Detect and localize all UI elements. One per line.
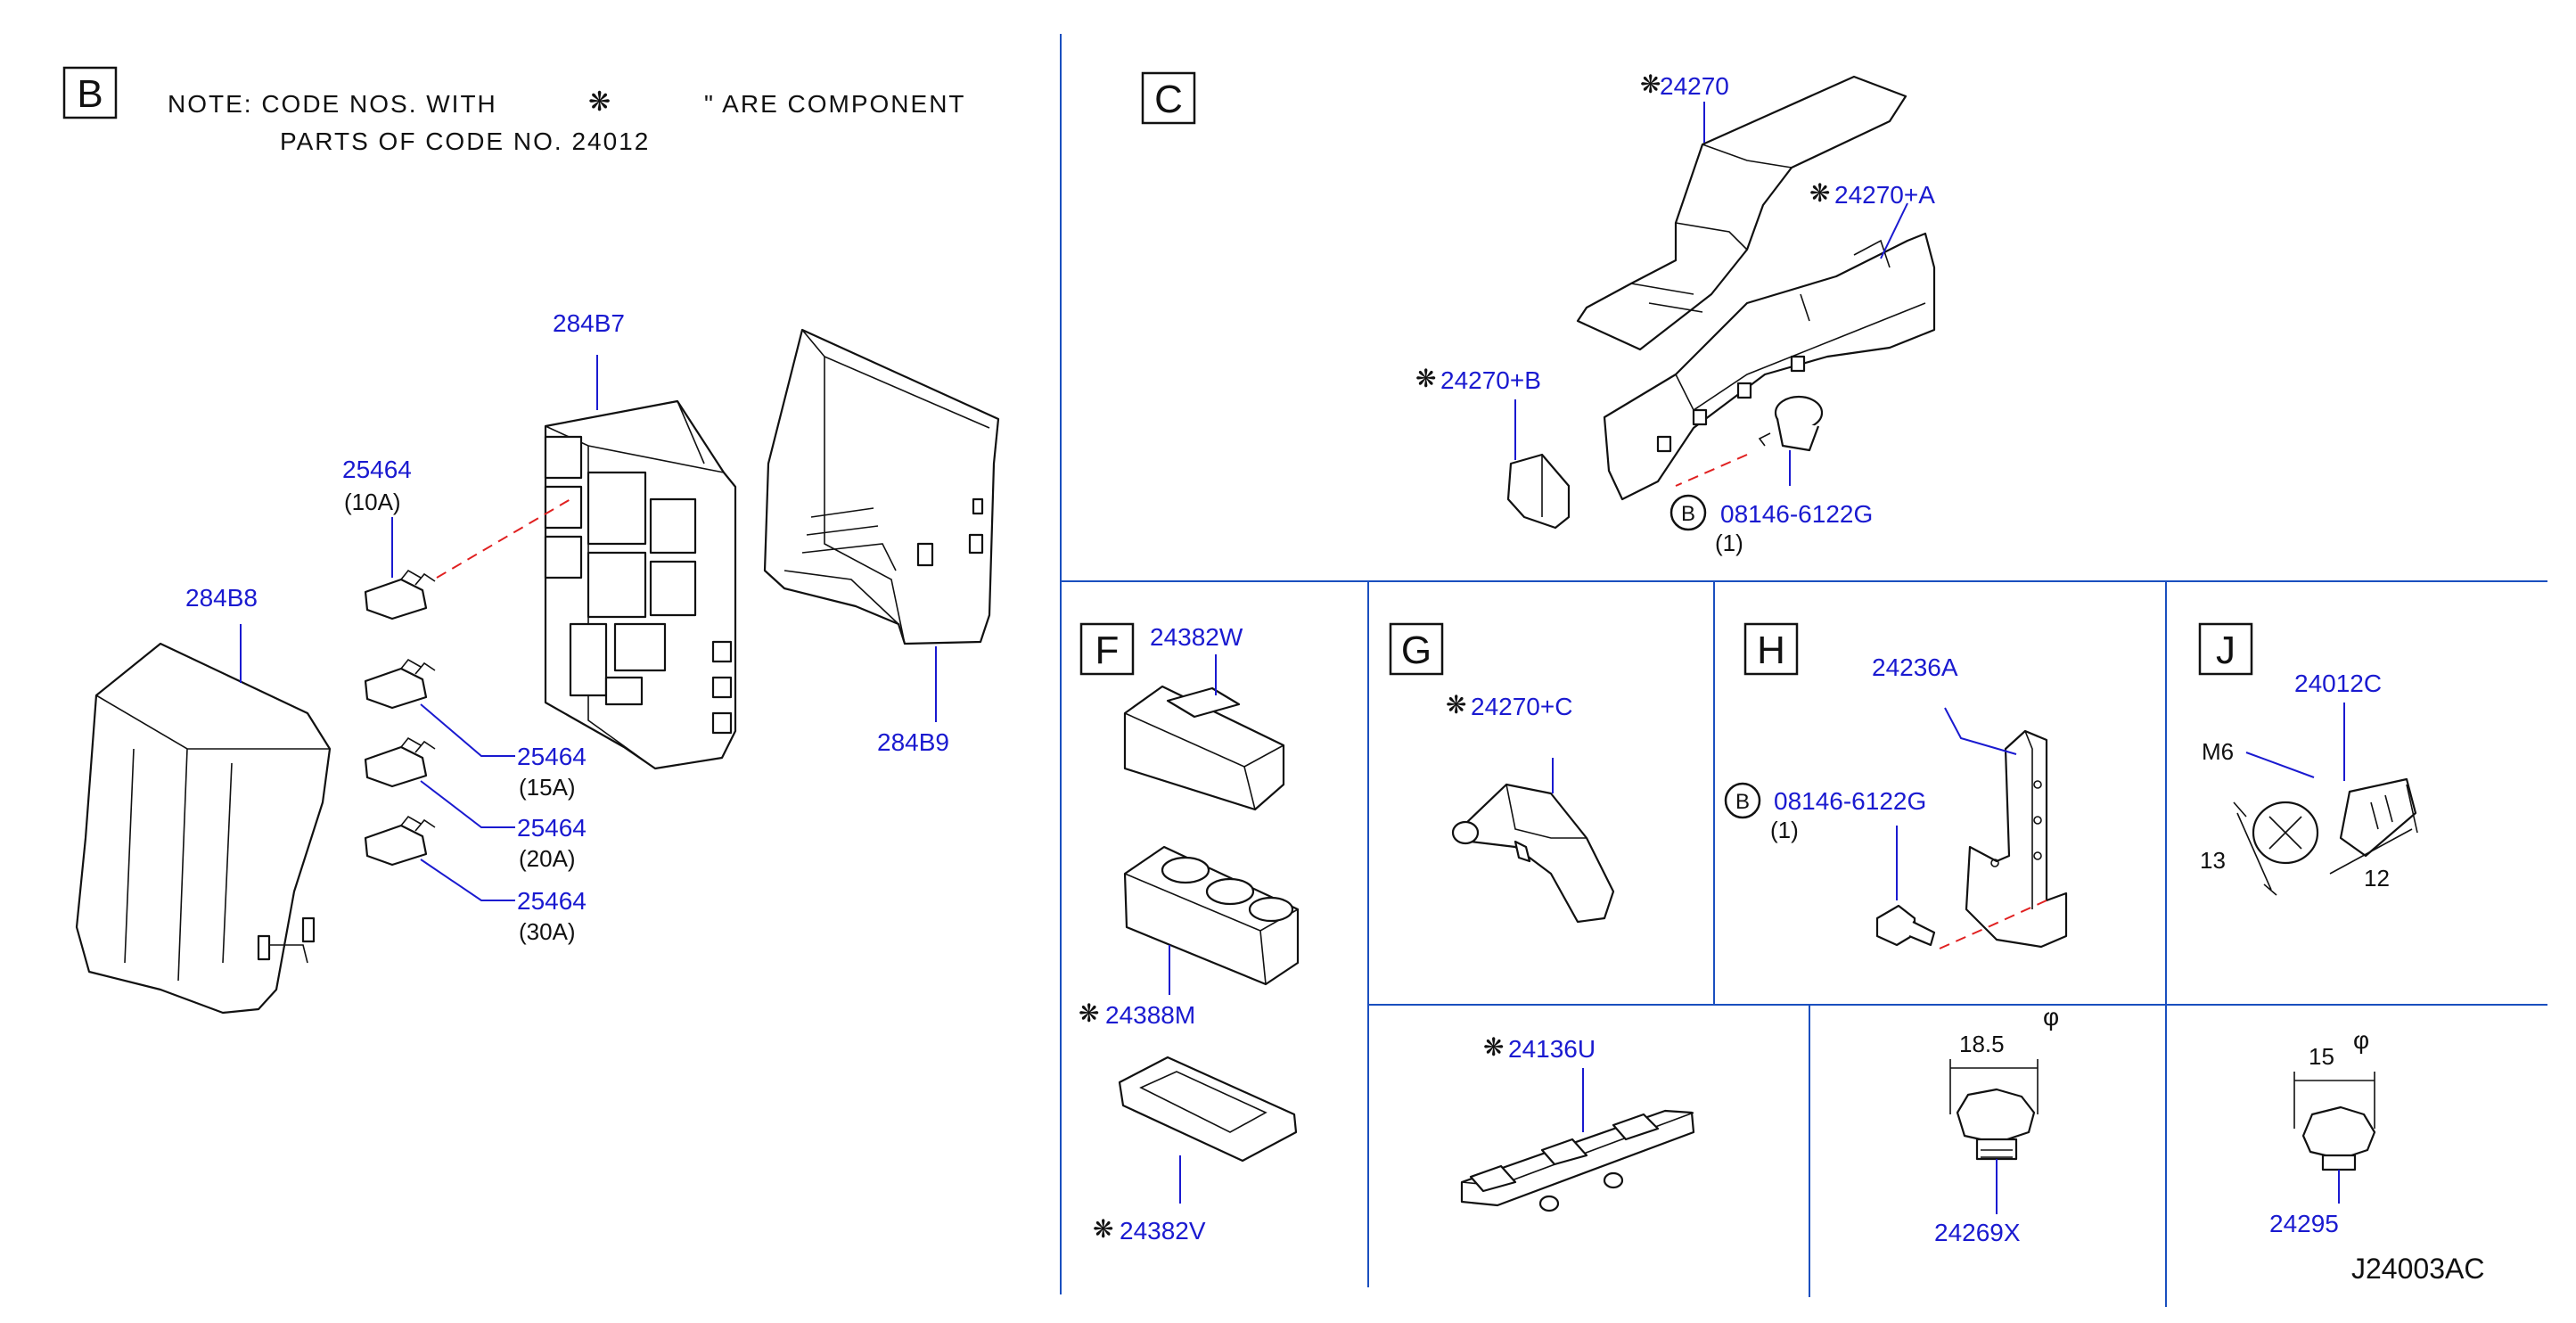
harness-clip-24270b [1506,453,1571,530]
rating-10a: (10A) [344,489,401,515]
component-marker-icon: ❋ [1093,1214,1113,1244]
label-bolt-c: 08146-6122G [1720,500,1873,528]
component-marker-icon: ❋ [1640,70,1661,99]
label-fuse-20a: 25464 [517,814,587,842]
section-b-label: B [62,66,118,119]
clip-24295 [2301,1105,2376,1171]
harness-clip-24270c [1451,783,1615,924]
label-bolt-h: 08146-6122G [1774,787,1926,815]
svg-text:PARTS OF CODE NO. 24012: PARTS OF CODE NO. 24012 [280,127,650,155]
component-marker-icon: ❋ [1415,364,1436,393]
bolt-24012c [2252,777,2417,865]
label-24382w: 24382W [1150,623,1243,651]
box-cover-284b8 [75,642,332,1015]
label-24269x: 24269X [1934,1219,2021,1246]
bolt-08146-h [1875,904,1936,947]
label-fuse-30a: 25464 [517,887,587,915]
svg-text:B: B [77,72,103,116]
dim-15: 15 [2309,1043,2334,1070]
label-24270a: 24270+A [1834,181,1935,209]
svg-text:NOTE: CODE NOS. WITH: NOTE: CODE NOS. WITH [168,90,497,118]
label-24136u: 24136U [1508,1035,1596,1063]
diameter-icon: φ [2353,1026,2369,1054]
label-24270c: 24270+C [1471,693,1572,720]
label-284b8: 284B8 [185,584,258,612]
section-h-label: H [1743,622,1799,676]
clip-24269x [1956,1088,2036,1161]
svg-text:J: J [2216,629,2236,672]
svg-text:F: F [1095,629,1120,672]
qty-bolt-h: (1) [1770,817,1799,843]
box-cover-284b9 [763,328,1000,645]
rating-30a: (30A) [519,918,576,945]
fuse-15a [364,658,436,710]
section-j-label: J [2198,622,2253,676]
section-c-label: C [1141,71,1196,125]
component-marker-icon: ❋ [1079,998,1099,1028]
svg-text:C: C [1154,78,1183,121]
dim-18-5: 18.5 [1959,1031,2005,1057]
bolt-h-mark: B [1735,790,1750,814]
label-284b9: 284B9 [877,728,949,756]
label-24295: 24295 [2269,1210,2339,1237]
label-fuse-15a: 25464 [517,743,587,770]
section-g-label: G [1389,622,1444,676]
component-marker-icon: ❋ [1483,1032,1504,1062]
bracket-24236a [1965,729,2068,949]
fuse-relay-box [544,399,737,770]
harness-protector-24270 [1576,75,1907,351]
label-24236a: 24236A [1872,653,1958,681]
diameter-icon: φ [2043,1003,2059,1031]
bolt-08146-c [1758,395,1824,452]
label-24012c: 24012C [2294,670,2382,697]
component-note: NOTE: CODE NOS. WITH ❋ " ARE COMPONENT P… [168,86,966,155]
label-24270b: 24270+B [1440,366,1541,394]
svg-text:H: H [1757,629,1785,672]
section-f-label: F [1079,622,1135,676]
component-marker-icon: ❋ [1809,178,1830,208]
label-fuse-10a: 25464 [342,456,412,483]
svg-text:G: G [1401,629,1432,672]
qty-bolt-c: (1) [1715,530,1743,556]
svg-text:" ARE COMPONENT: " ARE COMPONENT [704,90,966,118]
panel-dividers [1060,34,2547,1307]
diagram-id: J24003AC [2351,1253,2484,1285]
label-24270: 24270 [1660,72,1729,100]
thread-size: M6 [2202,738,2234,765]
harness-protector-24270a [1603,232,1936,501]
relay-box-bottom-24382v [1118,1056,1298,1163]
fuse-30a [364,815,436,867]
label-24388m: 24388M [1105,1001,1195,1029]
dim-13: 13 [2200,847,2226,874]
fuse-20a [364,736,436,788]
rating-20a: (20A) [519,845,576,872]
label-284b7: 284B7 [553,309,625,337]
relay-box-cover-24382w [1123,685,1285,811]
label-24382v: 24382V [1120,1217,1206,1245]
component-marker-icon: ❋ [588,86,611,118]
dim-12: 12 [2364,865,2390,892]
fuse-10a [364,569,436,620]
bolt-c-mark: B [1681,502,1695,526]
harness-clip-24136u [1460,1109,1695,1212]
relay-box-base-24388m [1123,845,1300,986]
rating-15a: (15A) [519,774,576,801]
component-marker-icon: ❋ [1446,690,1466,719]
